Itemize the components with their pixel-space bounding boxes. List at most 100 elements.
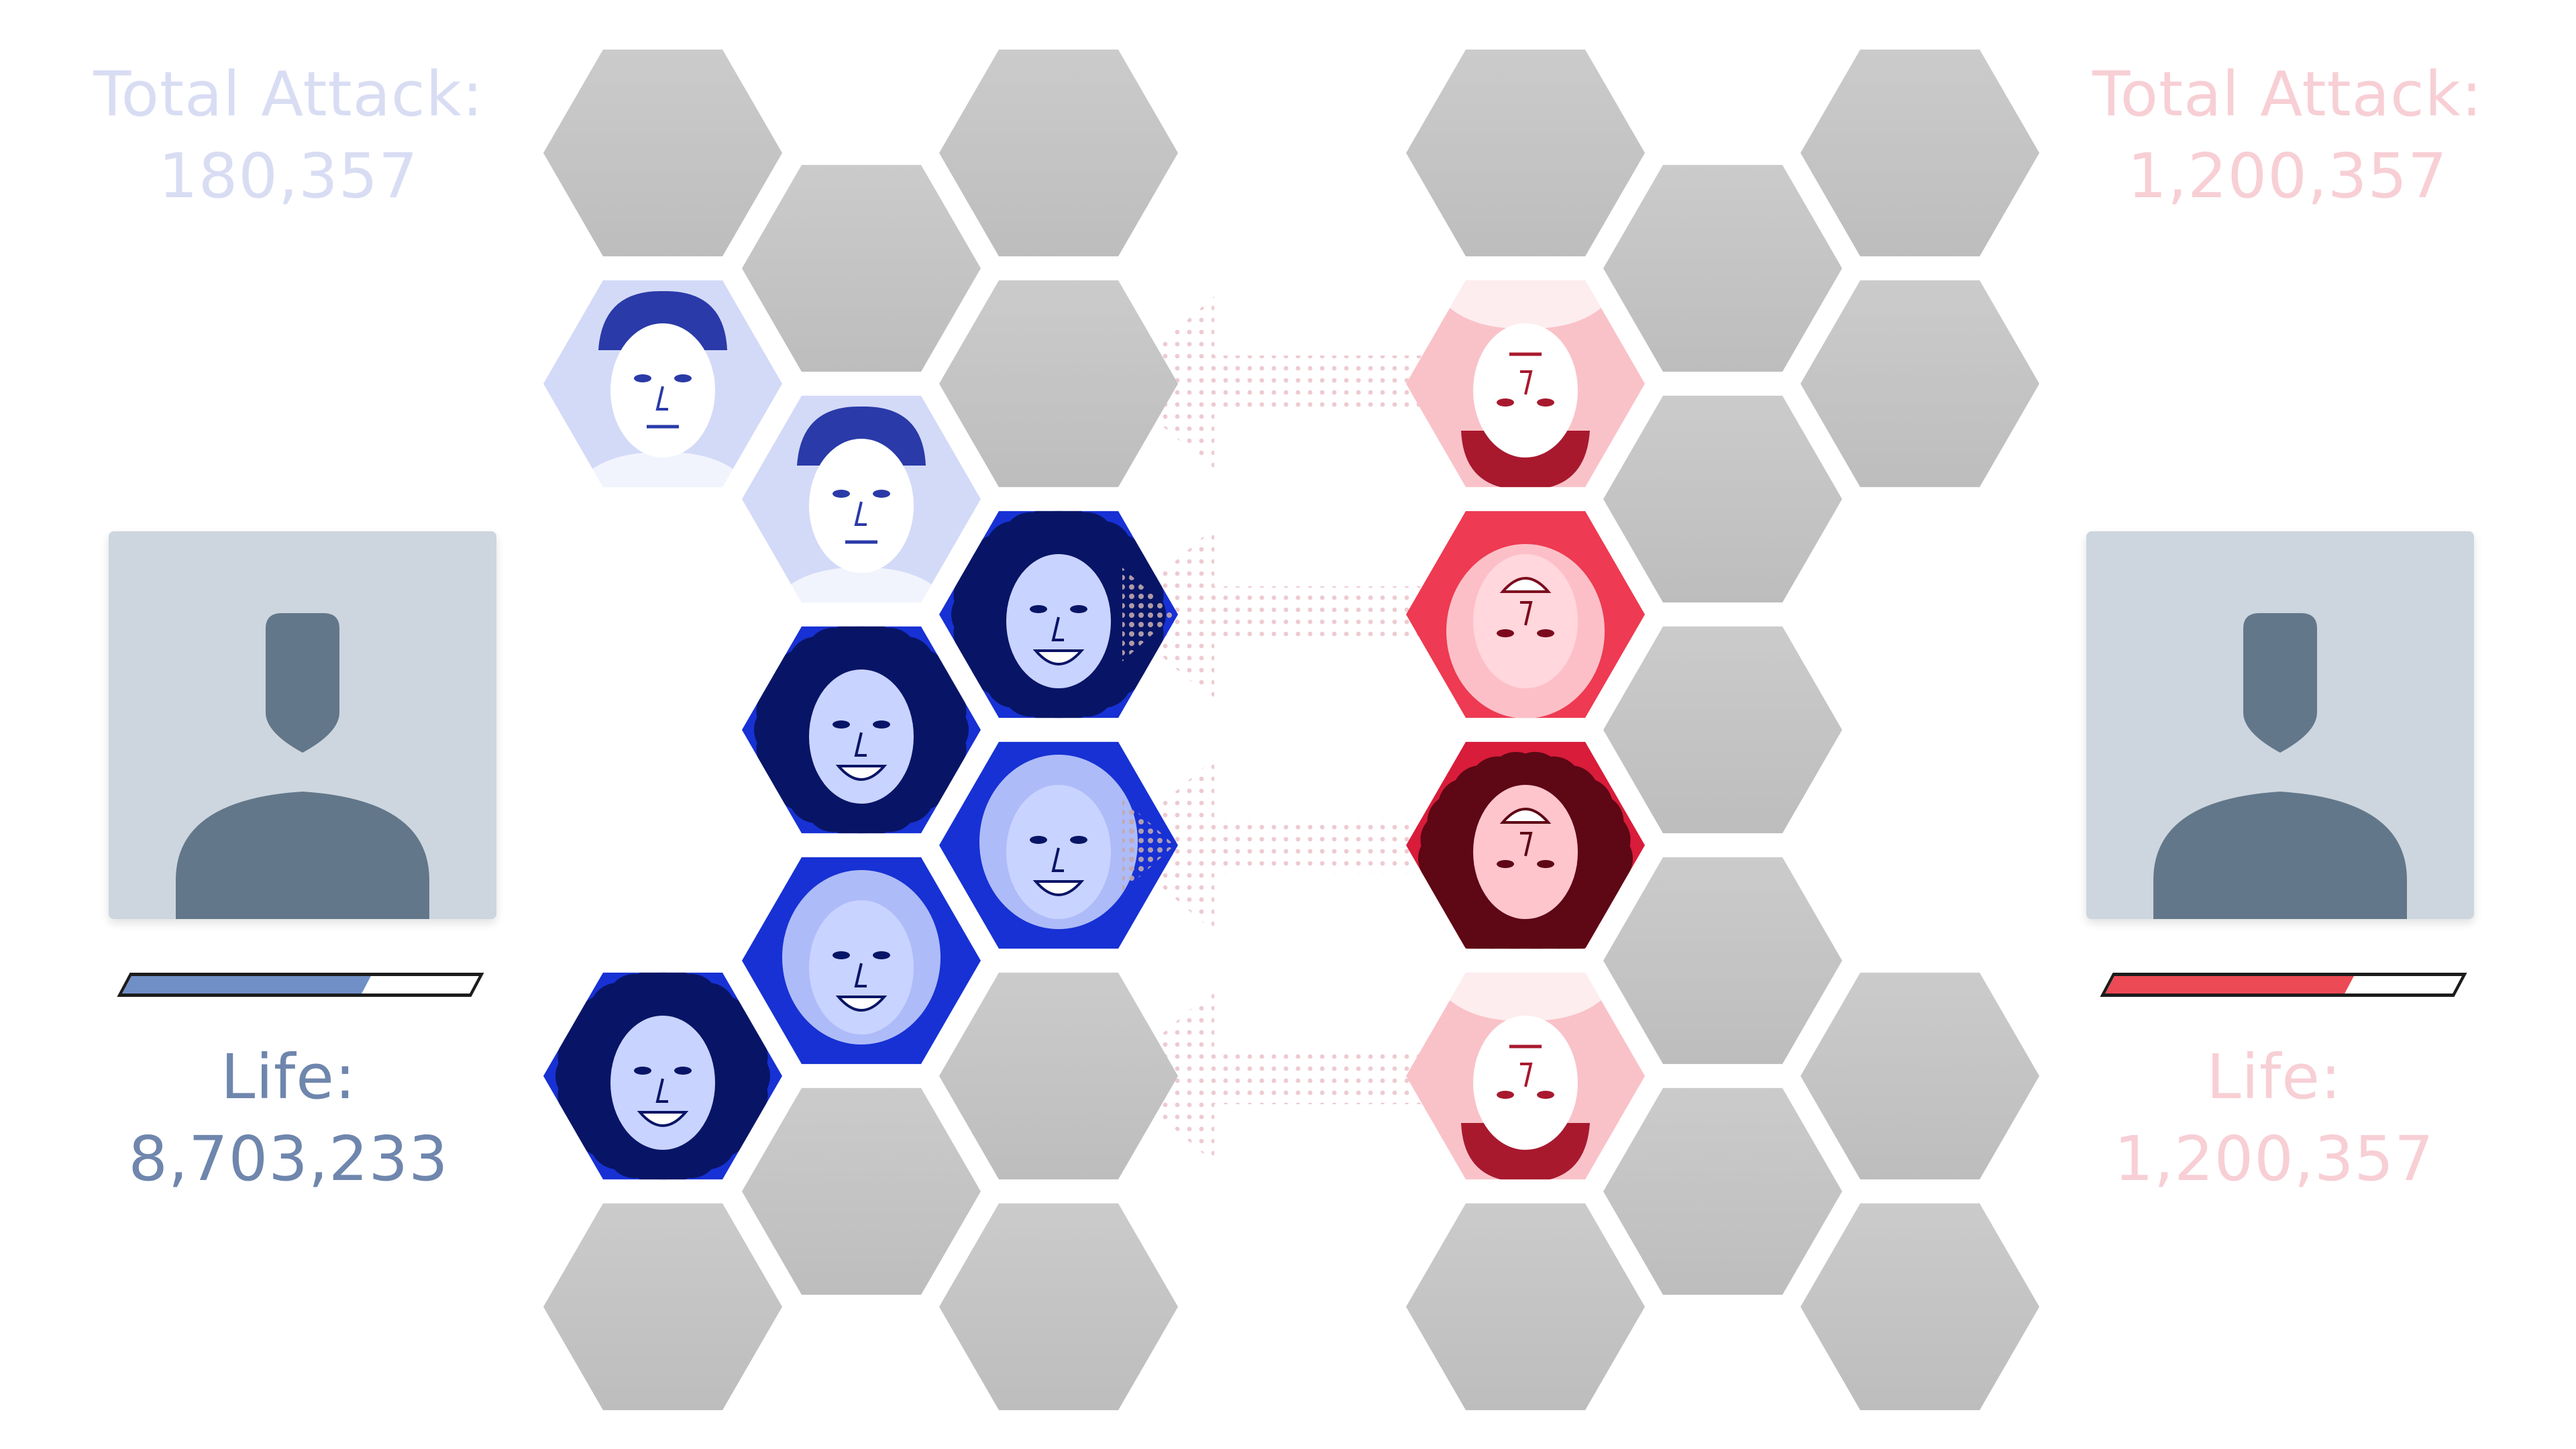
- opponent-hex-cell[interactable]: [1603, 626, 1842, 834]
- eye: [1030, 605, 1047, 613]
- player-hex-cell[interactable]: [742, 164, 981, 372]
- empty-hex[interactable]: [1603, 626, 1842, 834]
- attack-arrow: [1114, 297, 1436, 471]
- player-total-attack-label: Total Attack:: [93, 58, 484, 130]
- opponent-hex-cell[interactable]: [1801, 280, 2039, 488]
- nose: [655, 1078, 668, 1103]
- opponent-hex-cell[interactable]: [1603, 857, 1842, 1065]
- player-hex-cell[interactable]: [543, 49, 782, 257]
- empty-hex[interactable]: [1603, 395, 1842, 603]
- opponent-hex-cell[interactable]: [1406, 511, 1645, 718]
- shirt: [761, 567, 962, 603]
- empty-hex[interactable]: [939, 49, 1178, 257]
- eye: [833, 490, 850, 498]
- empty-hex[interactable]: [1406, 1203, 1645, 1411]
- smile: [637, 1111, 689, 1127]
- player-hex-cell[interactable]: [742, 857, 981, 1065]
- opponent-hex-cell[interactable]: [1603, 164, 1842, 372]
- nose: [655, 386, 668, 411]
- player-hex-cell[interactable]: [939, 972, 1178, 1180]
- opponent-life: Life: 1,200,357: [2066, 1036, 2482, 1200]
- opponent-hex-cell[interactable]: [1406, 271, 1645, 490]
- player-hex-cell[interactable]: [742, 1087, 981, 1295]
- player-hex-cell[interactable]: [543, 1203, 782, 1411]
- empty-hex[interactable]: [939, 972, 1178, 1180]
- curly-hair-portrait-icon: [555, 972, 770, 1180]
- empty-hex[interactable]: [543, 1203, 782, 1411]
- nose: [1051, 847, 1064, 872]
- player-hex-cell[interactable]: [742, 395, 981, 625]
- opponent-hex-cell[interactable]: [1406, 1203, 1645, 1411]
- opponent-hex-cell[interactable]: [1406, 963, 1645, 1182]
- attack-arrows: [1114, 297, 1436, 1163]
- empty-hex[interactable]: [1801, 972, 2039, 1180]
- empty-hex[interactable]: [1603, 857, 1842, 1065]
- player-hex-cell[interactable]: [543, 280, 782, 510]
- hair: [1461, 431, 1590, 488]
- empty-hex[interactable]: [939, 280, 1178, 488]
- impact-marker: [1122, 568, 1175, 661]
- opponent-total-attack-value: 1,200,357: [2127, 140, 2448, 212]
- opponent-hex-cell[interactable]: [1801, 1203, 2039, 1411]
- player-hex-cell[interactable]: [939, 49, 1178, 257]
- player-hex-cell[interactable]: [939, 280, 1178, 488]
- eye: [873, 720, 890, 729]
- eye: [1537, 398, 1554, 407]
- eye: [873, 951, 890, 959]
- player-total-attack-value: 180,357: [158, 140, 419, 212]
- empty-hex[interactable]: [1603, 1087, 1842, 1295]
- smile: [1032, 880, 1085, 896]
- opponent-hex-cell[interactable]: [1406, 741, 1645, 965]
- player-hex-cell[interactable]: [742, 623, 981, 837]
- empty-hex[interactable]: [1603, 164, 1842, 372]
- attack-arrow: [1114, 758, 1436, 932]
- player-hex-cell[interactable]: [939, 508, 1178, 721]
- empty-hex[interactable]: [1801, 1203, 2039, 1411]
- shirt: [1425, 972, 1626, 1022]
- opponent-hex-cell[interactable]: [1603, 1087, 1842, 1295]
- eye: [674, 374, 692, 382]
- empty-hex[interactable]: [742, 1087, 981, 1295]
- hair-curl: [711, 1028, 768, 1085]
- player-avatar[interactable]: [109, 531, 496, 919]
- empty-hex[interactable]: [1406, 49, 1645, 257]
- opponent-hex-cell[interactable]: [1801, 972, 2039, 1180]
- player-hex-cell[interactable]: [939, 741, 1178, 949]
- player-life-value: 8,703,233: [128, 1123, 449, 1195]
- eye: [1497, 398, 1514, 407]
- eye: [833, 951, 850, 959]
- player-hex-cell[interactable]: [939, 1203, 1178, 1411]
- opponent-hex-cell[interactable]: [1406, 49, 1645, 257]
- eye: [1537, 860, 1554, 868]
- nose: [854, 963, 867, 987]
- player-hex-cell[interactable]: [543, 969, 782, 1183]
- eye: [1497, 860, 1514, 868]
- empty-hex[interactable]: [1801, 280, 2039, 488]
- player-life: Life: 8,703,233: [80, 1036, 496, 1200]
- smile: [1499, 808, 1552, 824]
- man-portrait-icon: [562, 290, 763, 488]
- nose: [1520, 370, 1533, 395]
- nose: [1051, 616, 1064, 641]
- eye: [873, 490, 890, 498]
- empty-hex[interactable]: [939, 1203, 1178, 1411]
- curly-hair-portrait-icon: [754, 626, 969, 834]
- opponent-total-attack: Total Attack: 1,200,357: [2080, 54, 2496, 217]
- nose: [854, 732, 867, 757]
- empty-hex[interactable]: [543, 49, 782, 257]
- opponent-hex-cell[interactable]: [1603, 395, 1842, 603]
- attack-arrow: [1114, 527, 1436, 702]
- empty-hex[interactable]: [742, 164, 981, 372]
- empty-hex[interactable]: [1801, 49, 2039, 257]
- opponent-life-value: 1,200,357: [2114, 1123, 2434, 1195]
- eye: [1537, 1091, 1554, 1099]
- eye: [1070, 605, 1087, 613]
- player-total-attack: Total Attack: 180,357: [80, 54, 496, 217]
- smile: [1499, 577, 1552, 593]
- shirt: [562, 451, 763, 488]
- nose: [1520, 832, 1533, 857]
- opponent-hex-cell[interactable]: [1801, 49, 2039, 257]
- opponent-avatar[interactable]: [2086, 531, 2474, 919]
- opponent-total-attack-label: Total Attack:: [2092, 58, 2483, 130]
